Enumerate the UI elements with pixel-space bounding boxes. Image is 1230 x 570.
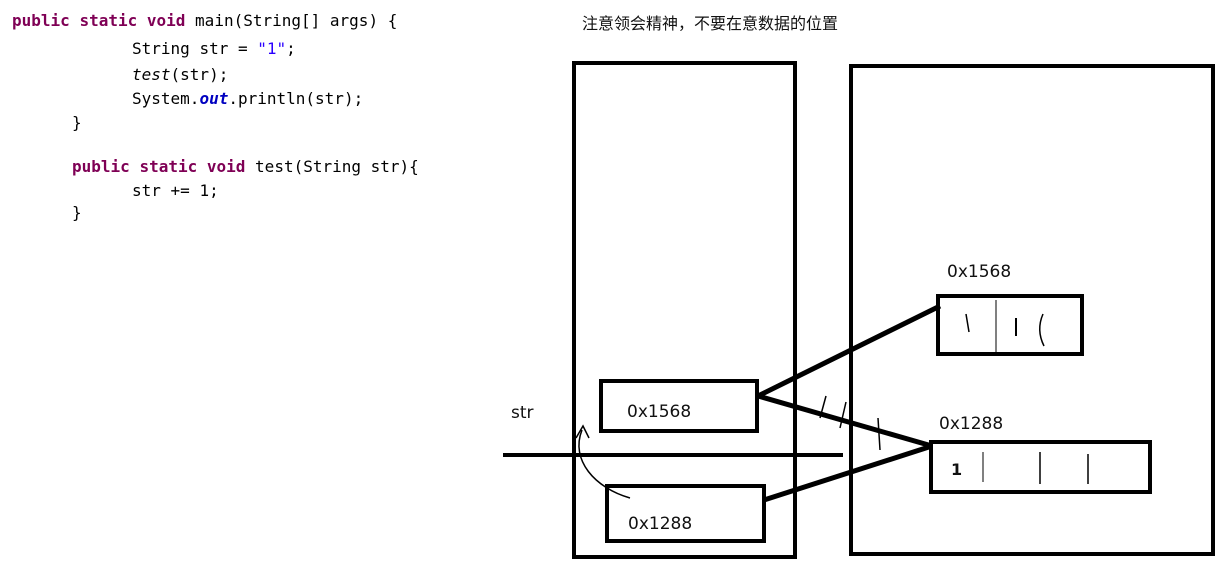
cell-mark [1039, 313, 1045, 347]
cross-out-mark [839, 401, 847, 429]
code-text: str [199, 39, 229, 58]
string-literal: "1" [257, 39, 287, 58]
heap-box [849, 64, 1215, 556]
static-field: out [199, 89, 229, 108]
heap-object-1 [936, 294, 1084, 356]
method-name: test [132, 65, 171, 84]
cell-mark [965, 313, 970, 333]
test-method-declaration: public static void test(String str){ [72, 156, 419, 178]
code-text: ; [286, 39, 296, 58]
cross-out-mark [819, 395, 827, 419]
slot1-value: 0x1568 [627, 402, 691, 422]
code-text: += 1; [160, 181, 219, 200]
note-text: 注意领会精神，不要在意数据的位置 [582, 14, 839, 33]
obj2-address-label: 0x1288 [939, 414, 1003, 434]
keyword: public [72, 157, 130, 176]
code-text: = [228, 39, 258, 58]
reassign-arrow [578, 429, 631, 499]
assign-line: String str = "1"; [132, 38, 296, 60]
keyword: static [139, 157, 198, 176]
code-text: str [132, 181, 161, 200]
reference-line-to-obj1 [756, 303, 942, 399]
keyword: static [79, 11, 138, 30]
code-text: (str); [170, 65, 229, 84]
concat-line: str += 1; [132, 180, 219, 202]
code-text: String [132, 39, 200, 58]
slot2-value: 0x1288 [628, 514, 692, 534]
keyword: void [206, 157, 246, 176]
code-text: test(String str){ [255, 157, 419, 176]
main-method-declaration: public static void main(String[] args) { [12, 10, 397, 32]
keyword: void [146, 11, 186, 30]
print-line: System.out.println(str); [132, 88, 363, 110]
cross-out-mark [877, 417, 881, 451]
closing-brace: } [72, 203, 82, 222]
reference-line-slot2-to-obj2 [763, 443, 933, 503]
test-call-line: test(str); [132, 64, 228, 86]
keyword: public [12, 11, 70, 30]
heap-object-2 [929, 440, 1152, 494]
arrow-head [575, 424, 590, 439]
code-text: main(String[] args) { [195, 11, 398, 30]
reference-line-to-obj2 [757, 393, 933, 449]
stack-slot-1 [599, 379, 759, 433]
stack-frame-box [572, 61, 797, 559]
code-text: System. [132, 89, 200, 108]
stack-slot-2 [605, 484, 766, 543]
obj2-first-cell: 1 [951, 460, 962, 479]
closing-brace: } [72, 113, 82, 132]
obj1-address-label: 0x1568 [947, 262, 1011, 282]
var-label-str: str [511, 403, 534, 423]
code-text: .println(str); [228, 89, 364, 108]
